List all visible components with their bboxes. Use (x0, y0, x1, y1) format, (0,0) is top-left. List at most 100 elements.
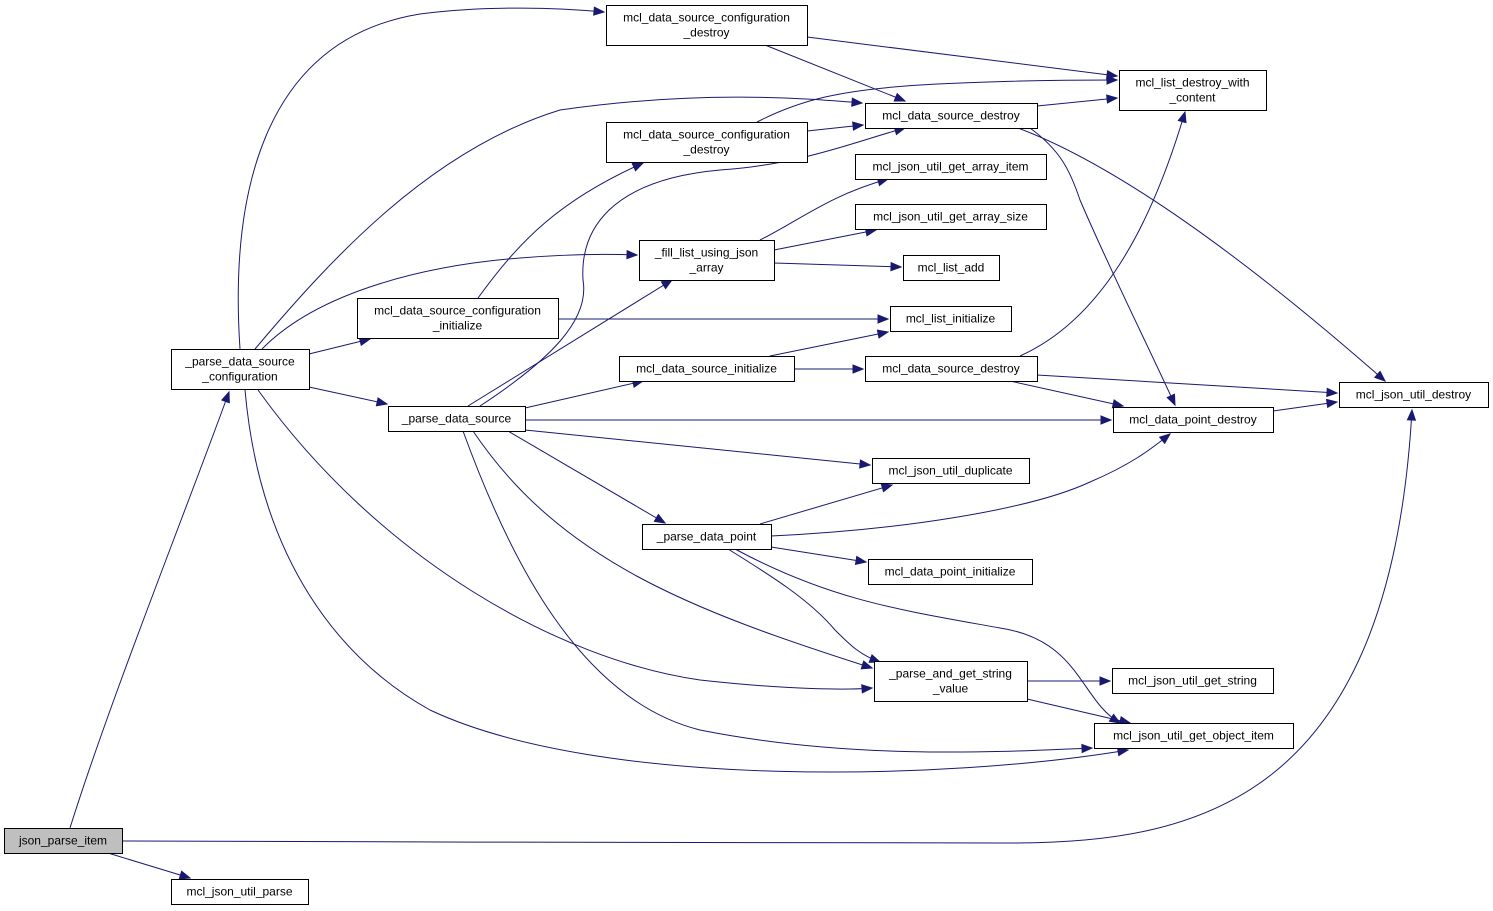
edge-ds-destroy-bot-to-json-destroy-arrowhead (1326, 387, 1339, 398)
node-dsc-initialize-box[interactable] (357, 298, 559, 339)
node-parse-data-point[interactable]: _parse_data_point (642, 524, 772, 550)
node-json-destroy-box[interactable] (1339, 382, 1489, 408)
node-get-string-label-line-0: mcl_json_util_get_string (1128, 674, 1257, 688)
node-json-parse-item-box[interactable] (4, 828, 123, 854)
node-get-string-box[interactable] (1112, 668, 1274, 694)
node-list-destroy-content-box[interactable] (1119, 70, 1267, 111)
node-list-destroy-content[interactable]: mcl_list_destroy_with_content (1119, 70, 1267, 111)
node-dsc-destroy-top-box[interactable] (606, 5, 808, 46)
node-ds-destroy-top-box[interactable] (865, 103, 1038, 129)
node-parse-data-source[interactable]: _parse_data_source (388, 406, 526, 432)
node-parse-data-source-box[interactable] (388, 406, 526, 432)
node-list-initialize-label-line-0: mcl_list_initialize (906, 312, 996, 326)
node-get-array-item[interactable]: mcl_json_util_get_array_item (855, 154, 1047, 180)
edge-parse-data-point-to-dp-initialize-arrowhead (854, 555, 868, 566)
node-json-parse-item[interactable]: json_parse_item (4, 828, 123, 854)
node-dp-initialize-label-line-0: mcl_data_point_initialize (885, 565, 1016, 579)
node-get-object-item-box[interactable] (1094, 723, 1294, 749)
node-list-add-box[interactable] (903, 255, 1000, 281)
node-dp-destroy-label-line-0: mcl_data_point_destroy (1129, 413, 1256, 427)
edge-ds-destroy-bot-to-list-destroy-content-line (1019, 111, 1186, 357)
edge-dsc-initialize-to-list-initialize-arrowhead (877, 314, 890, 324)
node-get-array-size[interactable]: mcl_json_util_get_array_size (855, 204, 1047, 230)
node-get-array-size-box[interactable] (855, 204, 1047, 230)
edge-ds-initialize-to-list-initialize-line (769, 331, 889, 357)
node-ds-initialize-label-line-0: mcl_data_source_initialize (636, 362, 777, 376)
node-parse-ds-config-box[interactable] (171, 349, 310, 390)
edge-ds-initialize-to-ds-destroy-bot-arrowhead (852, 364, 865, 374)
edge-ds-destroy-top-to-list-destroy-content-arrowhead (1106, 94, 1119, 104)
node-dsc-destroy-mid-box[interactable] (606, 122, 808, 163)
node-json-destroy-label-line-0: mcl_json_util_destroy (1356, 388, 1471, 402)
edge-dsc-initialize-to-dsc-destroy-mid-line (477, 162, 644, 299)
edge-parse-data-point-to-get-object-item-arrowhead (1108, 713, 1122, 724)
node-list-add[interactable]: mcl_list_add (903, 255, 1000, 281)
edge-parse-data-source-to-get-object-item-arrowhead (1081, 743, 1094, 754)
edge-fill-list-to-list-add-line (773, 262, 902, 268)
node-mcl-json-util-parse[interactable]: mcl_json_util_parse (171, 879, 309, 905)
edge-parse-get-string-to-get-string-arrowhead (1099, 676, 1112, 686)
node-get-array-item-box[interactable] (855, 154, 1047, 180)
node-ds-destroy-top[interactable]: mcl_data_source_destroy (865, 103, 1038, 129)
node-fill-list-label-line-0: _fill_list_using_json (654, 246, 758, 260)
node-dsc-destroy-top[interactable]: mcl_data_source_configuration_destroy (606, 5, 808, 46)
edge-parse-data-point-to-get-object-item-line (734, 548, 1121, 724)
edge-ds-destroy-bot-to-list-destroy-content-arrowhead (1177, 110, 1187, 124)
edge-ds-destroy-bot-to-dp-destroy (1009, 380, 1125, 409)
edge-ds-destroy-bot-to-dp-destroy-line (1009, 380, 1124, 407)
edge-parse-data-source-to-ds-initialize (524, 378, 645, 409)
node-ds-initialize[interactable]: mcl_data_source_initialize (619, 356, 795, 382)
node-get-string[interactable]: mcl_json_util_get_string (1112, 668, 1274, 694)
node-duplicate[interactable]: mcl_json_util_duplicate (872, 458, 1030, 484)
edge-parse-ds-config-to-dsc-destroy-top-line (237, 7, 605, 350)
node-fill-list[interactable]: _fill_list_using_json_array (639, 240, 775, 281)
node-parse-data-point-box[interactable] (642, 524, 772, 550)
edge-dsc-destroy-mid-to-ds-destroy-top (806, 121, 865, 132)
node-parse-get-string-label-line-0: _parse_and_get_string (888, 667, 1012, 681)
node-get-array-size-label-line-0: mcl_json_util_get_array_size (873, 210, 1028, 224)
node-parse-ds-config-label-line-1: _configuration (201, 370, 277, 384)
edge-fill-list-to-get-array-item-line (759, 178, 889, 241)
node-list-initialize-box[interactable] (890, 306, 1012, 332)
edge-ds-initialize-to-list-initialize (769, 329, 890, 357)
edge-parse-data-source-to-parse-data-point-line (507, 430, 666, 524)
edge-ds-destroy-bot-to-json-destroy (1036, 374, 1339, 398)
edge-json-parse-item-to-mcl-json-util-parse-arrowhead (178, 870, 192, 880)
edge-parse-data-source-to-duplicate-line (524, 429, 871, 466)
node-dp-destroy-box[interactable] (1113, 407, 1274, 433)
node-fill-list-box[interactable] (639, 240, 775, 281)
edge-dsc-destroy-top-to-ds-destroy-top-line (764, 44, 906, 102)
edge-parse-ds-config-to-parse-get-string-line (257, 389, 873, 690)
node-parse-get-string-box[interactable] (874, 661, 1028, 702)
edge-parse-ds-config-to-dsc-initialize (308, 336, 372, 355)
node-fill-list-label-line-1: _array (688, 261, 723, 275)
node-dsc-initialize[interactable]: mcl_data_source_configuration_initialize (357, 298, 559, 339)
edge-layer (69, 6, 1417, 880)
edge-parse-ds-config-to-ds-destroy-top-line (254, 96, 863, 350)
edge-ds-destroy-top-to-json-destroy-arrowhead (1373, 370, 1387, 382)
node-layer: json_parse_item mcl_json_util_parse _parse… (4, 5, 1489, 905)
node-parse-ds-config[interactable]: _parse_data_source_configuration (171, 349, 310, 390)
edge-json-parse-item-to-mcl-json-util-parse-line (107, 852, 191, 879)
node-duplicate-box[interactable] (872, 458, 1030, 484)
node-dp-destroy[interactable]: mcl_data_point_destroy (1113, 407, 1274, 433)
node-mcl-json-util-parse-box[interactable] (171, 879, 309, 905)
node-ds-destroy-bot-box[interactable] (865, 356, 1038, 382)
edge-fill-list-to-get-array-size (773, 227, 878, 251)
edge-parse-ds-config-to-dsc-destroy-top-arrowhead (593, 6, 606, 16)
node-ds-initialize-box[interactable] (619, 356, 795, 382)
node-dsc-destroy-mid[interactable]: mcl_data_source_configuration_destroy (606, 122, 808, 163)
node-list-initialize[interactable]: mcl_list_initialize (890, 306, 1012, 332)
edge-parse-data-source-to-fill-list-arrowhead (660, 279, 674, 290)
node-dp-initialize[interactable]: mcl_data_point_initialize (868, 559, 1033, 585)
edge-parse-ds-config-to-dsc-destroy-top (237, 6, 606, 350)
node-json-destroy[interactable]: mcl_json_util_destroy (1339, 382, 1489, 408)
edge-json-parse-item-to-json-destroy-arrowhead (1406, 408, 1417, 421)
edge-parse-ds-config-to-get-object-item-line (244, 389, 1129, 773)
node-ds-destroy-bot[interactable]: mcl_data_source_destroy (865, 356, 1038, 382)
node-parse-get-string[interactable]: _parse_and_get_string_value (874, 661, 1028, 702)
node-dp-initialize-box[interactable] (868, 559, 1033, 585)
node-dsc-destroy-mid-label-line-1: _destroy (682, 143, 729, 157)
node-get-object-item[interactable]: mcl_json_util_get_object_item (1094, 723, 1294, 749)
